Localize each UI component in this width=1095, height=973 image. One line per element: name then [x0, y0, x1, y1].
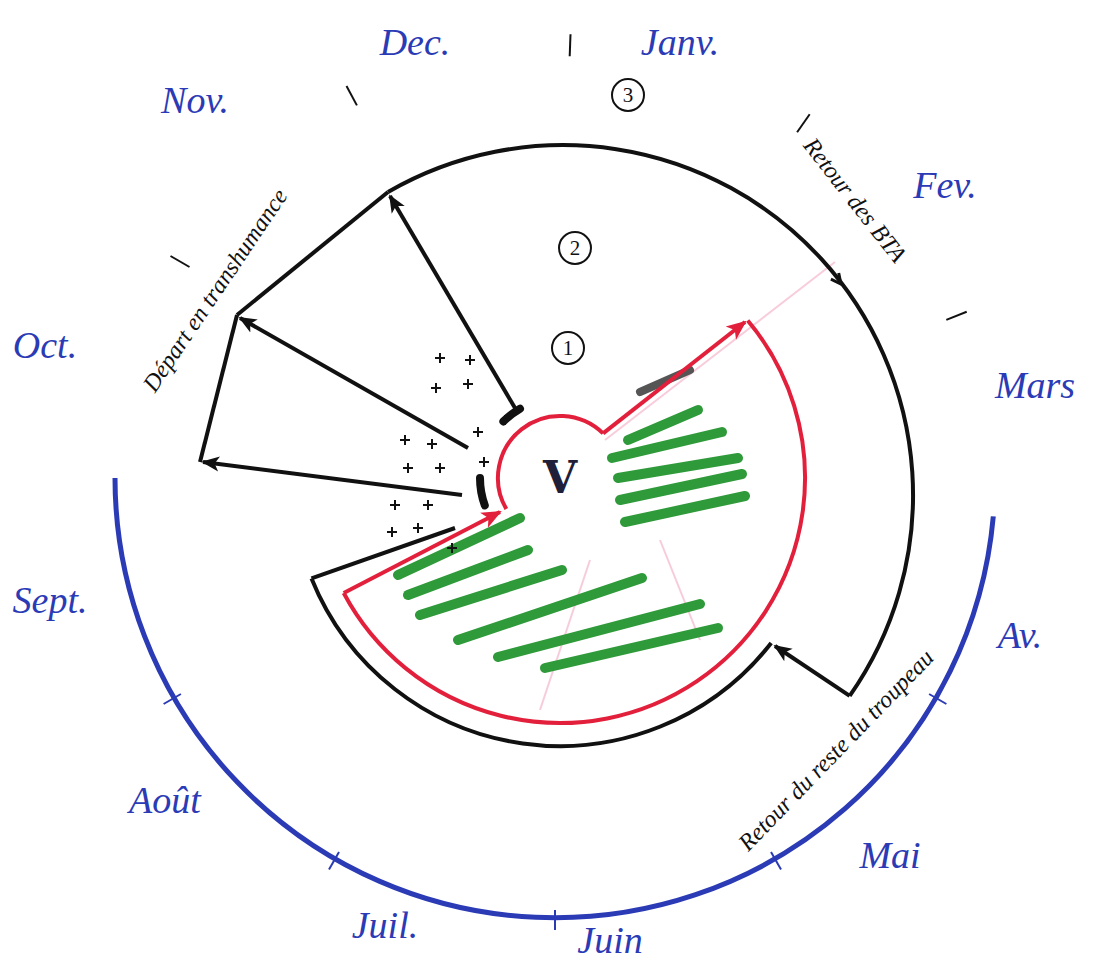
month-ticks-blue	[164, 694, 947, 930]
village-node: V	[533, 451, 588, 505]
callout-number: 2	[558, 231, 592, 265]
pink-spoke	[605, 262, 835, 440]
annotation-label: Départ en transhumance	[138, 184, 291, 395]
sector-edge	[200, 315, 237, 462]
annotation-label: Retour du reste du troupeau	[734, 645, 938, 855]
field-strip	[625, 496, 745, 522]
month-label: Juin	[577, 921, 642, 959]
inner-range-edge	[312, 528, 456, 578]
annotation-label: Retour des BTA	[799, 133, 910, 266]
plus-marks	[387, 353, 510, 553]
return-arrow	[775, 646, 850, 696]
month-label: Dec.	[380, 23, 451, 61]
month-label: Oct.	[13, 326, 77, 364]
inner-range-arc	[312, 578, 772, 746]
month-label: Mai	[859, 836, 920, 874]
field-strip	[612, 432, 722, 458]
transhumance-lines	[200, 145, 913, 746]
village-circle-arc	[498, 416, 603, 509]
month-label: Août	[129, 781, 201, 819]
field-strip	[398, 518, 520, 575]
month-label: Av.	[998, 616, 1043, 654]
field-strip	[498, 604, 700, 657]
month-label: Juil.	[352, 906, 418, 944]
village-label: V	[543, 456, 577, 500]
field-boundary-arc	[344, 321, 805, 723]
month-tick	[929, 694, 946, 704]
month-tick	[554, 910, 556, 930]
field-strip	[545, 628, 718, 668]
bta-return-mark	[831, 273, 841, 284]
red-arrow	[603, 322, 745, 433]
month-label: Nov.	[161, 81, 229, 119]
month-ticks	[171, 34, 967, 320]
month-label: Sept.	[13, 581, 88, 619]
callout-number: 1	[551, 331, 585, 365]
month-tick	[171, 256, 190, 267]
month-label: Fev.	[913, 166, 977, 204]
departure-base	[480, 478, 485, 505]
red-arrow	[344, 512, 500, 593]
month-label: Mars	[995, 366, 1075, 404]
departure-bases	[480, 409, 520, 506]
red-outline	[344, 321, 805, 723]
month-tick	[347, 86, 357, 105]
month-tick	[797, 114, 810, 132]
callout-number: 3	[611, 78, 645, 112]
departure-arrow	[240, 318, 468, 448]
month-tick	[329, 852, 339, 869]
month-tick	[569, 34, 572, 56]
outer-range-arc	[388, 145, 913, 696]
month-tick	[946, 312, 966, 320]
month-label: Janv.	[641, 23, 719, 61]
pink-spoke	[660, 540, 700, 640]
month-tick	[771, 852, 781, 869]
pink-spokes	[540, 262, 835, 710]
departure-arrow	[390, 196, 515, 408]
departure-arrow	[203, 462, 462, 495]
month-tick	[164, 694, 181, 704]
blue-season-arc	[115, 478, 993, 918]
